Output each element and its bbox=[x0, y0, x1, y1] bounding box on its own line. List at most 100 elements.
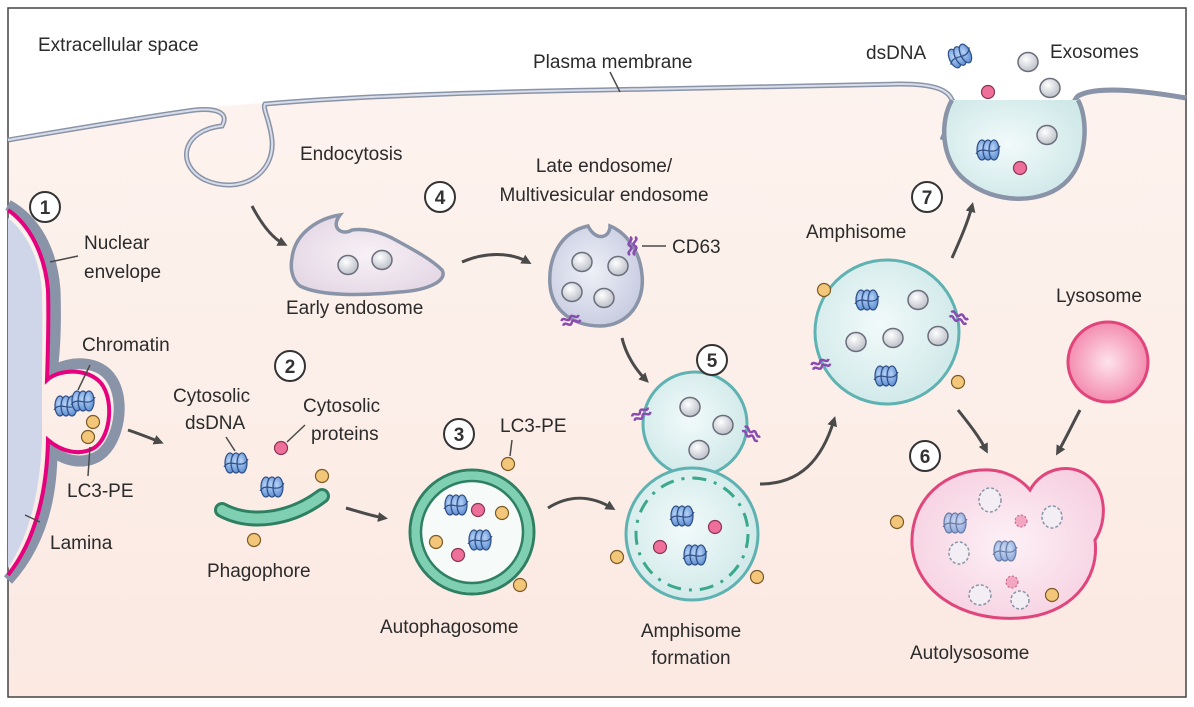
label-exosomes: Exosomes bbox=[1050, 42, 1139, 63]
label-amphisome-formation-line1: Amphisome bbox=[641, 621, 741, 642]
cytosolic-proteins-leader bbox=[286, 424, 306, 443]
arrow-endocytosis-to-early bbox=[250, 205, 288, 246]
phagophore-lc3pe-icon bbox=[314, 468, 330, 484]
autolysosome-degraded-vesicle-icon-5 bbox=[1010, 590, 1030, 610]
autophagosome-lc3pe-icon-4 bbox=[512, 577, 528, 593]
label-nuclear-envelope-line1: Nuclear bbox=[84, 233, 150, 254]
late-endosome bbox=[548, 223, 645, 328]
label-lamina: Lamina bbox=[50, 533, 113, 554]
amphisome-formation-protein-icon bbox=[707, 519, 723, 535]
label-late-endosome-line2: Multivesicular endosome bbox=[499, 185, 708, 206]
label-endocytosis: Endocytosis bbox=[300, 144, 402, 165]
amphisome-formation-protein-icon-2 bbox=[652, 539, 668, 555]
autophagosome-lc3pe-icon-3 bbox=[494, 505, 510, 521]
label-dsdna: dsDNA bbox=[866, 43, 927, 64]
arrow-late-to-amphisome-formation bbox=[620, 337, 649, 383]
svg-text:7: 7 bbox=[922, 188, 933, 209]
amphisome-vesicle-icon bbox=[907, 289, 929, 311]
label-autolysosome: Autolysosome bbox=[910, 643, 1029, 664]
step-1-marker: 1 bbox=[29, 191, 61, 223]
nucleus-interior bbox=[8, 218, 43, 568]
chromatin-leader bbox=[77, 364, 91, 391]
svg-text:2: 2 bbox=[285, 357, 296, 378]
released-dsdna-inside-icon bbox=[975, 139, 1001, 161]
label-cytosolic-dsdna-line2: dsDNA bbox=[185, 413, 246, 434]
arrow-amphisome-to-autolysosome bbox=[956, 409, 988, 454]
autolysosome-degraded-vesicle-icon-3 bbox=[948, 541, 970, 565]
lamina-leader bbox=[24, 514, 41, 523]
early-endosome-vesicle-icon bbox=[337, 254, 359, 276]
label-amphisome-formation-line2: formation bbox=[651, 648, 730, 669]
mvb-vesicle-icon bbox=[571, 251, 593, 273]
cytosolic-dsdna-icon bbox=[223, 452, 249, 474]
early-endosome-vesicle-icon-2 bbox=[371, 249, 393, 271]
arrow-nucleus-to-cytosol bbox=[127, 428, 164, 445]
svg-text:6: 6 bbox=[920, 447, 931, 468]
amphisome-lc3pe-icon bbox=[816, 282, 832, 298]
svg-text:1: 1 bbox=[40, 198, 51, 219]
arrow-lysosome-to-autolysosome bbox=[1056, 409, 1082, 456]
plasma-membrane-leader bbox=[609, 71, 621, 93]
nuclear-lc3pe-icon bbox=[85, 414, 101, 430]
label-extracellular-space: Extracellular space bbox=[38, 35, 199, 56]
autophagosome-protein-icon-2 bbox=[450, 547, 466, 563]
phagophore-lc3pe-icon-2 bbox=[246, 532, 262, 548]
label-cytosolic-proteins-line2: proteins bbox=[311, 424, 379, 445]
svg-text:5: 5 bbox=[707, 351, 718, 372]
lc3pe-left-leader bbox=[87, 446, 91, 477]
step-7-marker: 7 bbox=[911, 181, 943, 213]
step-4-marker: 4 bbox=[424, 181, 456, 213]
label-cytosolic-proteins-line1: Cytosolic bbox=[303, 396, 380, 417]
exosome-icon-2 bbox=[1017, 51, 1039, 73]
autophagosome-dsdna-icon bbox=[443, 494, 469, 516]
nuclear-bleb-chromatin-icon-2 bbox=[70, 390, 96, 412]
autolysosome-degraded-vesicle-icon bbox=[978, 487, 1002, 513]
autolysosome-degraded-vesicle-icon-2 bbox=[1041, 505, 1063, 529]
autolysosome-lc3pe-icon bbox=[889, 514, 905, 530]
autophagosome-protein-icon bbox=[470, 502, 486, 518]
label-lc3pe-mid: LC3-PE bbox=[500, 416, 567, 437]
step-5-marker: 5 bbox=[696, 344, 728, 376]
nuclear-lc3pe-icon-2 bbox=[80, 429, 96, 445]
label-cd63: CD63 bbox=[672, 237, 721, 258]
amphisome-formation-dsdna-icon bbox=[669, 505, 695, 527]
autophagosome-lc3pe-icon-2 bbox=[428, 534, 444, 550]
label-amphisome: Amphisome bbox=[806, 222, 906, 243]
arrow-formation-to-amphisome bbox=[759, 416, 838, 486]
amphisome-formation-lc3pe-icon-2 bbox=[749, 569, 765, 585]
label-phagophore: Phagophore bbox=[207, 561, 311, 582]
exosome-inside-icon bbox=[1036, 124, 1058, 146]
autolysosome-degraded-protein-icon-2 bbox=[1005, 575, 1019, 589]
cytosolic-dsdna-leader bbox=[225, 436, 236, 452]
svg-text:4: 4 bbox=[435, 188, 446, 209]
early-endosome bbox=[289, 212, 445, 297]
autophagosome-lc3pe-icon bbox=[500, 456, 516, 472]
nuclear-lamina bbox=[6, 208, 112, 577]
arrow-phagophore-to-autophagosome bbox=[345, 506, 388, 522]
mvb-vesicle-icon-2 bbox=[607, 255, 629, 277]
amphisome-formation-vesicle-icon bbox=[679, 396, 701, 418]
amphisome-vesicle-icon-4 bbox=[927, 325, 949, 347]
nuclear-envelope-outer bbox=[3, 200, 125, 584]
plasma-membrane-highlight bbox=[7, 82, 953, 186]
released-protein-inside-icon bbox=[1012, 160, 1028, 176]
cytosolic-dsdna-icon-2 bbox=[259, 476, 285, 498]
amphisome-formation-inner-membrane bbox=[634, 476, 750, 592]
exosome-release-vesicle bbox=[941, 98, 1087, 201]
autolysosome-degraded-protein-icon bbox=[1014, 514, 1028, 528]
mvb-vesicle-icon-4 bbox=[593, 287, 615, 309]
label-lysosome: Lysosome bbox=[1056, 286, 1142, 307]
label-nuclear-envelope-line2: envelope bbox=[84, 262, 161, 283]
autophagosome-dsdna-icon-2 bbox=[467, 529, 493, 551]
label-autophagosome: Autophagosome bbox=[380, 617, 518, 638]
label-cytosolic-dsdna-line1: Cytosolic bbox=[173, 386, 250, 407]
autolysosome-lc3pe-icon-2 bbox=[1044, 587, 1060, 603]
amphisome-dsdna-icon-2 bbox=[873, 365, 899, 387]
step-2-marker: 2 bbox=[274, 350, 306, 382]
released-protein-icon bbox=[980, 84, 996, 100]
autolysosome-degraded-dsdna-icon-2 bbox=[992, 540, 1018, 562]
arrow-amphisome-to-exosome-release bbox=[950, 202, 976, 259]
amphisome-formation-dsdna-icon-2 bbox=[682, 544, 708, 566]
